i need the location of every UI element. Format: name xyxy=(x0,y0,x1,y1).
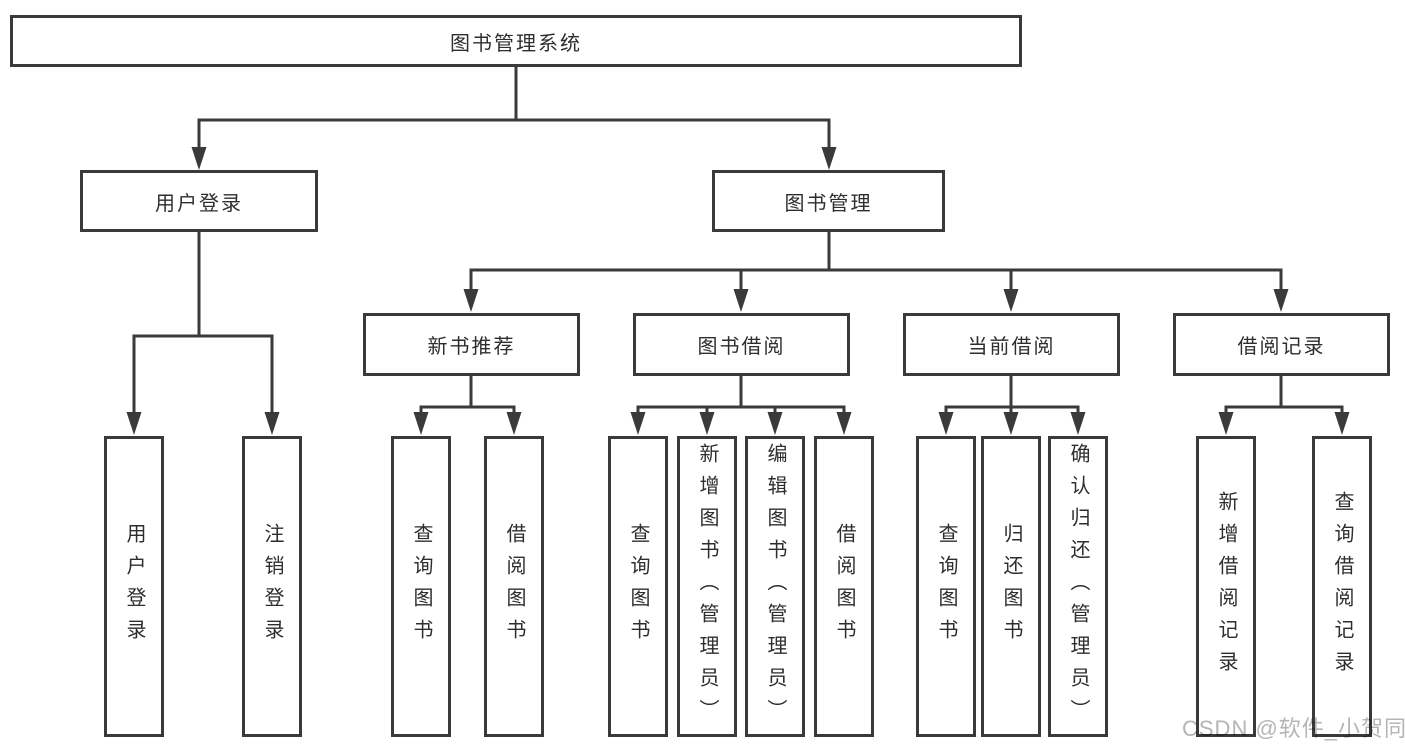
node-label: 查询借阅记录 xyxy=(1331,490,1353,683)
node-leaf-borrow-books-recommend: 借阅图书 xyxy=(484,436,544,737)
node-user-login: 用户登录 xyxy=(80,170,318,232)
node-leaf-user-login: 用户登录 xyxy=(104,436,164,737)
node-label: 借阅图书 xyxy=(503,522,525,651)
node-label: 新增借阅记录 xyxy=(1215,490,1237,683)
node-label: 查询图书 xyxy=(935,522,957,651)
node-label: 图书借阅 xyxy=(697,336,786,358)
node-label: 用户登录 xyxy=(123,522,145,651)
node-leaf-query-books-borrowing: 查询图书 xyxy=(608,436,668,737)
node-label: 新增图书（管理员） xyxy=(696,442,718,731)
node-book-management: 图书管理 xyxy=(712,170,945,232)
node-leaf-add-books-admin: 新增图书（管理员） xyxy=(677,436,737,737)
node-borrowing-records: 借阅记录 xyxy=(1173,313,1390,376)
node-leaf-query-books-recommend: 查询图书 xyxy=(391,436,451,737)
node-label: 确认归还（管理员） xyxy=(1067,442,1089,731)
node-label: 查询图书 xyxy=(410,522,432,651)
node-label: 编辑图书（管理员） xyxy=(764,442,786,731)
node-label: 查询图书 xyxy=(627,522,649,651)
node-leaf-query-borrow-record: 查询借阅记录 xyxy=(1312,436,1372,737)
node-book-borrowing: 图书借阅 xyxy=(633,313,850,376)
node-label: 图书管理 xyxy=(784,192,873,215)
node-label: 图书管理系统 xyxy=(450,32,582,55)
node-new-book-recommendation: 新书推荐 xyxy=(363,313,580,376)
node-label: 借阅图书 xyxy=(833,522,855,651)
node-label: 注销登录 xyxy=(261,522,283,651)
node-leaf-query-books-current: 查询图书 xyxy=(916,436,976,737)
node-leaf-logout: 注销登录 xyxy=(242,436,302,737)
node-label: 归还图书 xyxy=(1000,522,1022,651)
node-current-borrowing: 当前借阅 xyxy=(903,313,1120,376)
node-label: 当前借阅 xyxy=(967,336,1056,358)
csdn-watermark: CSDN @软件_小贺同学 xyxy=(1182,716,1405,741)
node-label: 新书推荐 xyxy=(427,336,516,358)
node-leaf-borrow-books: 借阅图书 xyxy=(814,436,874,737)
node-leaf-return-books: 归还图书 xyxy=(981,436,1041,737)
node-leaf-edit-books-admin: 编辑图书（管理员） xyxy=(745,436,805,737)
node-leaf-confirm-return-admin: 确认归还（管理员） xyxy=(1048,436,1108,737)
node-label: 用户登录 xyxy=(155,192,243,215)
node-label: 借阅记录 xyxy=(1237,336,1326,358)
node-leaf-add-borrow-record: 新增借阅记录 xyxy=(1196,436,1256,737)
node-library-management-system: 图书管理系统 xyxy=(10,15,1022,67)
